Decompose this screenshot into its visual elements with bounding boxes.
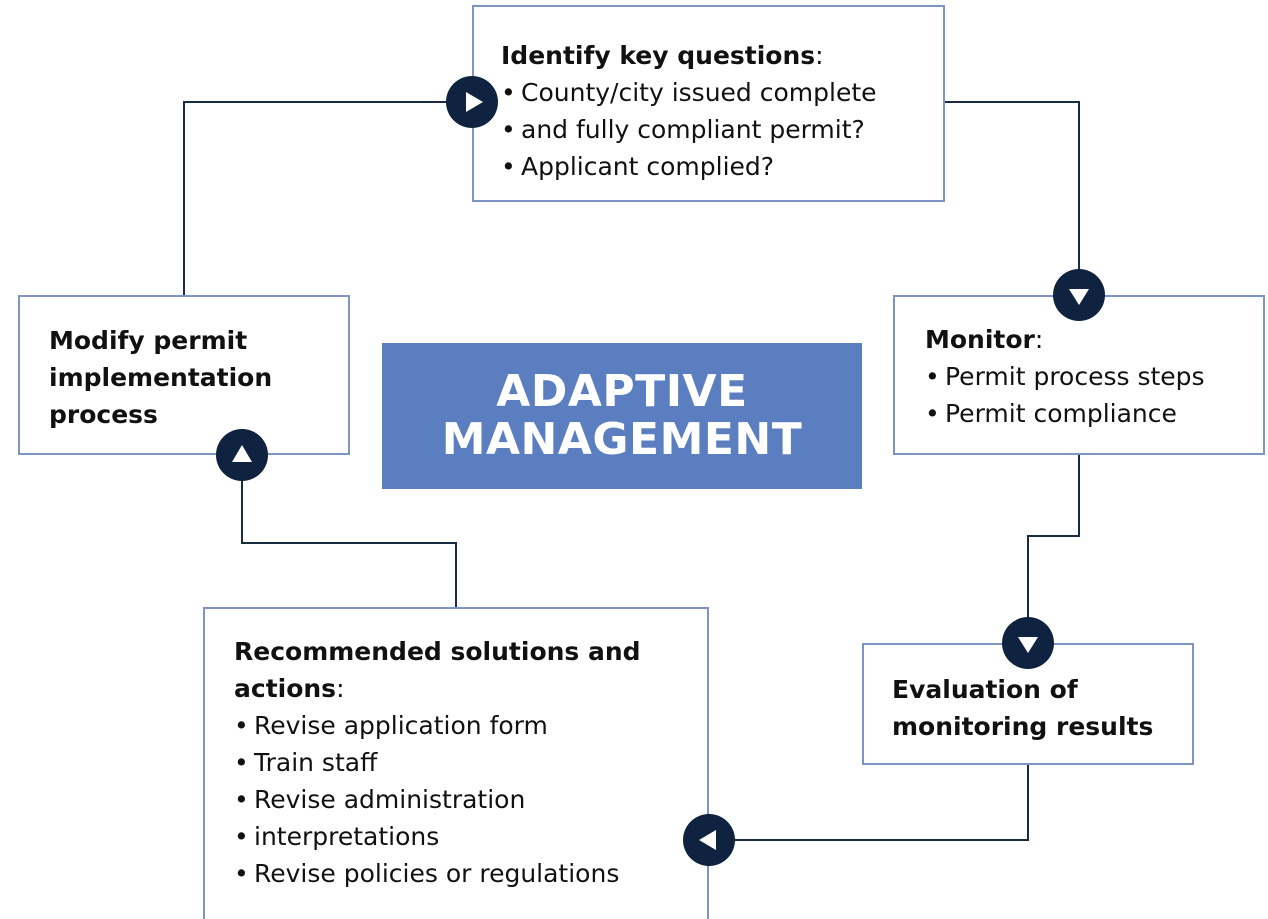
modify-title-line-2: implementation	[49, 363, 273, 392]
triangle-down-icon	[1002, 617, 1054, 669]
connector-monitor-to-evaluation	[1027, 455, 1080, 643]
recommended-bullet-3: Revise administration	[234, 781, 707, 818]
connector-evaluation-to-recommended	[709, 765, 1029, 841]
recommended-title-line-2: actions	[234, 674, 337, 703]
center-title-line-1: ADAPTIVE	[496, 366, 748, 417]
monitor-bullet-list: Permit process steps Permit compliance	[925, 358, 1263, 432]
identify-colon: :	[815, 41, 824, 70]
center-title-line-2: MANAGEMENT	[441, 414, 803, 465]
triangle-up-icon	[216, 429, 268, 481]
triangle-down-icon	[1053, 269, 1105, 321]
recommended-bullet-1: Revise application form	[234, 707, 707, 744]
identify-bullet-1-continued: and fully compliant permit?	[501, 111, 943, 148]
recommended-heading-line-2: actions:	[234, 670, 707, 707]
play-right-icon	[446, 76, 498, 128]
identify-bullet-1: County/city issued complete	[501, 74, 943, 111]
monitor-bullet-1: Permit process steps	[925, 358, 1263, 395]
recommended-solutions-box: Recommended solutions and actions: Revis…	[203, 607, 709, 919]
recommended-title-line-1: Recommended solutions and	[234, 637, 641, 666]
identify-key-questions-box: Identify key questions: County/city issu…	[472, 5, 945, 202]
connector-recommended-to-modify	[241, 455, 457, 607]
monitor-bullet-2: Permit compliance	[925, 395, 1263, 432]
adaptive-management-title: ADAPTIVE MANAGEMENT	[382, 343, 862, 489]
monitor-title: Monitor	[925, 325, 1035, 354]
connector-identify-to-monitor	[945, 101, 1080, 295]
recommended-bullet-3-continued: interpretations	[234, 818, 707, 855]
monitor-colon: :	[1034, 325, 1044, 354]
monitor-heading: Monitor:	[925, 321, 1263, 358]
identify-bullet-list: County/city issued complete and fully co…	[501, 74, 943, 185]
evaluation-title-line-2: monitoring results	[892, 712, 1154, 741]
identify-bullet-2: Applicant complied?	[501, 148, 943, 185]
play-left-icon	[683, 814, 735, 866]
modify-title-line-3: process	[49, 400, 158, 429]
identify-title: Identify key questions	[501, 41, 816, 70]
recommended-bullet-list: Revise application form Train staff Revi…	[234, 707, 707, 892]
recommended-bullet-2: Train staff	[234, 744, 707, 781]
recommended-colon: :	[336, 674, 345, 703]
modify-permit-box: Modify permit implementation process	[18, 295, 350, 455]
modify-title-line-1: Modify permit	[49, 326, 248, 355]
connector-modify-to-identify	[183, 101, 472, 295]
evaluation-title-line-1: Evaluation of	[892, 675, 1078, 704]
monitor-box: Monitor: Permit process steps Permit com…	[893, 295, 1265, 455]
identify-heading: Identify key questions:	[501, 37, 943, 74]
recommended-bullet-4: Revise policies or regulations	[234, 855, 707, 892]
